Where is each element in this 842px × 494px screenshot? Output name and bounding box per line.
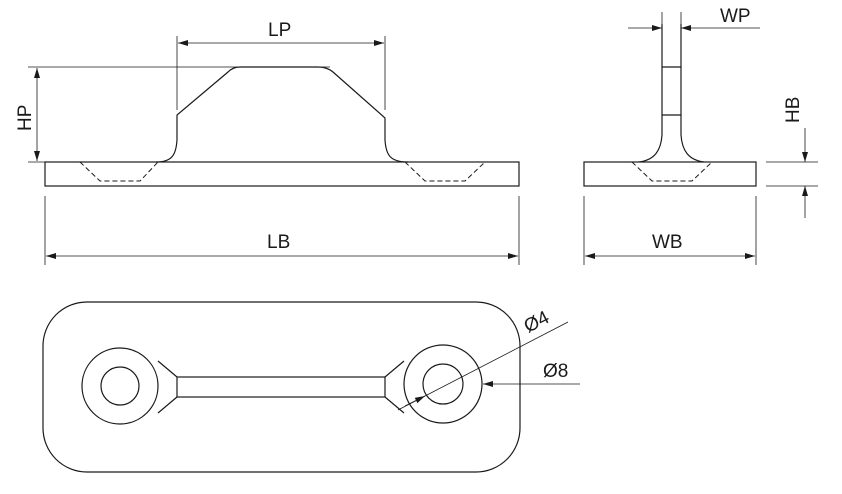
side-countersink	[631, 161, 713, 182]
side-view: WP HB WB	[583, 6, 818, 265]
top-view: Ø4 Ø8	[42, 301, 580, 473]
top-left-hole-outer	[81, 347, 159, 425]
top-bridge-flare-left	[157, 360, 178, 414]
d8-label: Ø8	[543, 361, 568, 382]
top-right-hole-inner	[422, 363, 464, 405]
front-base-plate	[44, 161, 520, 187]
top-left-hole-inner	[100, 366, 140, 406]
top-bridge-bar	[176, 376, 386, 398]
side-base-plate	[583, 161, 757, 187]
front-countersink-left	[79, 161, 159, 182]
top-right-hole-outer	[403, 344, 483, 424]
wp-label: WP	[720, 6, 751, 27]
top-bridge-flare-right	[384, 360, 405, 414]
lb-label: LB	[267, 232, 290, 253]
d4-leader	[397, 321, 569, 411]
wb-label: WB	[652, 232, 683, 253]
lp-label: LP	[268, 20, 291, 41]
front-countersink-right	[404, 161, 486, 182]
d4-arrow	[404, 395, 426, 407]
hb-label: HB	[783, 97, 804, 123]
top-base-outline	[42, 301, 521, 473]
hp-label: HP	[15, 105, 36, 131]
front-bridge-profile	[155, 66, 409, 163]
side-web-profile	[638, 24, 705, 163]
front-view: LP HP LB	[15, 20, 520, 265]
d4-label: Ø4	[521, 307, 554, 337]
